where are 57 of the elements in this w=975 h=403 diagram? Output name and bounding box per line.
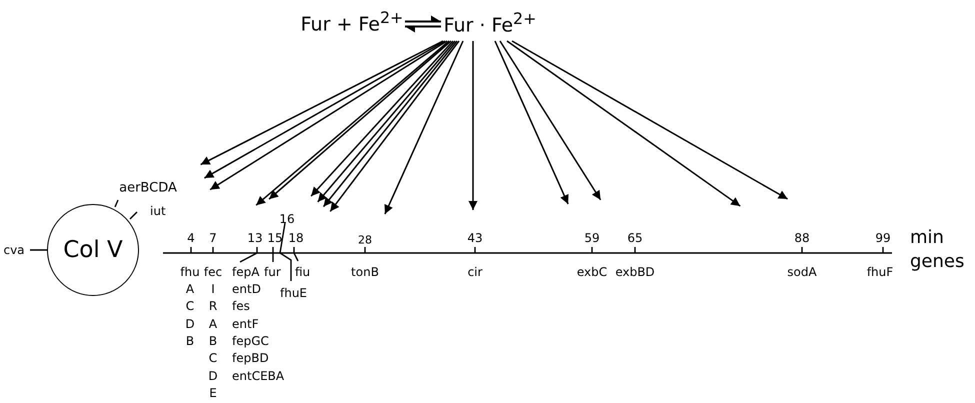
arrow [384, 40, 464, 214]
equilibrium-arrow [404, 16, 442, 32]
map-position: 59 [584, 232, 600, 244]
map-position: 99 [875, 232, 891, 244]
axis-unit: genes [910, 253, 964, 271]
axis-unit: min [910, 229, 944, 247]
gene-label: fepBD [232, 352, 269, 364]
gene-label: cva [3, 244, 25, 256]
gene-label: iut [150, 205, 166, 217]
gene-label: fes [232, 300, 250, 312]
arrow [494, 40, 569, 204]
gene-label: entCEBA [232, 370, 284, 382]
gene-label: sodA [787, 266, 817, 278]
formula-text: Fur + Fe$^{2+}$ [300, 8, 404, 36]
map-position: 88 [794, 232, 810, 244]
gene-label: D [208, 370, 218, 382]
arrow [499, 40, 602, 200]
gene-label: cir [468, 266, 482, 278]
gene-label: D [185, 318, 195, 330]
gene-label: fhu [180, 266, 200, 278]
plasmid-circle [47, 204, 139, 296]
gene-label: fepA [232, 266, 260, 278]
map-position: 15 [267, 232, 283, 244]
gene-label: E [209, 386, 217, 399]
gene-label: B [186, 334, 194, 347]
gene-label: aerBCDA [119, 182, 177, 194]
arrow [468, 41, 478, 210]
gene-label: fiu [295, 266, 310, 278]
gene-label: C [208, 352, 218, 364]
map-position: 4 [187, 232, 195, 244]
gene-label: fur [264, 266, 281, 278]
gene-label: exbC [576, 266, 608, 278]
gene-label: fepGC [232, 334, 269, 347]
gene-label: R [208, 300, 218, 312]
gene-label: B [208, 334, 218, 347]
gene-label: fec [204, 266, 222, 278]
gene-label: entD [232, 283, 261, 295]
gene-label: A [208, 318, 218, 330]
map-position: 43 [467, 232, 483, 244]
gene-label: I [211, 283, 215, 295]
gene-label: entF [232, 318, 259, 330]
gene-label: C [186, 300, 194, 312]
formula-text: Fur · Fe$^{2+}$ [444, 9, 536, 37]
gene-label: A [186, 283, 194, 295]
map-position: 28 [358, 234, 372, 246]
map-position: 16 [279, 213, 295, 225]
map-position: 13 [247, 232, 263, 244]
arrow [506, 40, 741, 207]
map-position: 18 [288, 232, 304, 244]
plasmid-name: Col V [63, 237, 123, 263]
gene-label: fhuF [866, 266, 894, 278]
gene-label: exbBD [615, 266, 655, 278]
arrow [512, 40, 788, 200]
map-position: 65 [627, 232, 643, 244]
map-position: 7 [209, 232, 217, 244]
gene-label: fhuE [280, 287, 308, 299]
gene-label: tonB [351, 266, 379, 278]
